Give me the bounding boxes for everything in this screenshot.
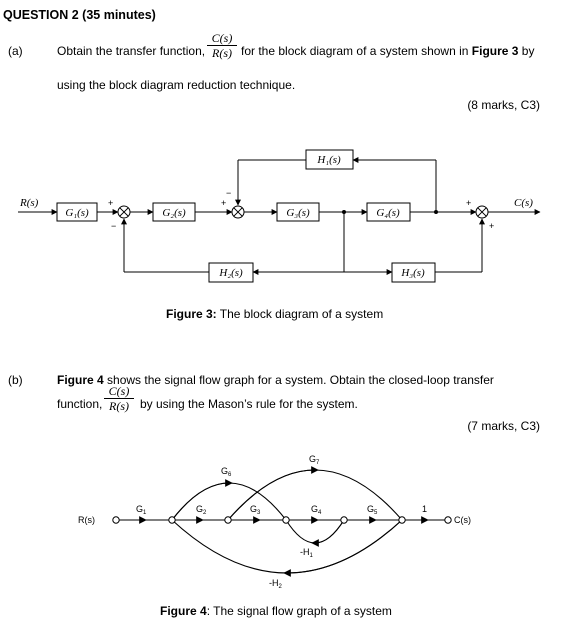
branch-label-g1: G1: [136, 504, 147, 516]
input-label-r: R(s): [19, 197, 39, 209]
figure-3-block-diagram: G₁(s) G₂(s) G₃(s) G₄(s) H₁(s) H₂(s) H₃(s…: [18, 149, 541, 283]
fraction-numerator: C(s): [104, 384, 134, 399]
sign-s2-plus: +: [221, 198, 226, 208]
node-4: [340, 516, 348, 524]
branch-label-g3: G3: [250, 504, 261, 516]
sfg-input-label: R(s): [78, 515, 95, 525]
figure-3-caption-text: The block diagram of a system: [216, 307, 384, 321]
part-a-fraction: C(s) R(s): [207, 31, 237, 60]
fraction-numerator: C(s): [207, 31, 237, 46]
sign-s1-minus: −: [111, 221, 116, 231]
figure-3-caption-label: Figure 3:: [166, 307, 217, 321]
node-input: [112, 516, 120, 524]
figure-3-caption: Figure 3: The block diagram of a system: [166, 307, 383, 321]
sign-s3-plus-top: +: [466, 198, 471, 208]
part-b-text-2-after: by using the Mason’s rule for the system…: [140, 397, 358, 411]
figure-3-reference: Figure 3: [471, 44, 519, 58]
junction-dot: [342, 210, 346, 214]
block-g3-label: G₃(s): [286, 207, 310, 219]
summing-junction-3: [475, 205, 489, 219]
block-h3-label: H₃(s): [400, 267, 425, 279]
branch-label-h2: -H2: [269, 578, 283, 590]
branch-label-g7: G7: [309, 454, 320, 466]
part-b-label: (b): [8, 373, 23, 387]
block-g1-label: G₁(s): [65, 207, 89, 219]
node-2: [224, 516, 232, 524]
part-b-marks: (7 marks, C3): [467, 419, 540, 433]
sign-s2-minus: −: [226, 188, 231, 198]
fraction-denominator: R(s): [212, 46, 232, 60]
figure-4-caption-text: : The signal flow graph of a system: [206, 604, 392, 618]
question-title: QUESTION 2 (35 minutes): [3, 8, 156, 22]
output-label-c: C(s): [514, 197, 533, 209]
figure-4-caption: Figure 4: The signal flow graph of a sys…: [160, 604, 392, 618]
branch-label-h1: -H1: [300, 547, 314, 559]
node-3: [282, 516, 290, 524]
node-1: [168, 516, 176, 524]
node-5: [398, 516, 406, 524]
sign-s3-plus-bottom: +: [489, 221, 494, 231]
block-g4-label: G₄(s): [376, 207, 400, 219]
branch-label-g6: G6: [221, 466, 232, 478]
figure-4-reference: Figure 4: [57, 373, 104, 387]
block-g2-label: G₂(s): [162, 207, 186, 219]
node-output: [444, 516, 452, 524]
sfg-output-label: C(s): [454, 515, 471, 525]
summing-junction-1: [117, 205, 131, 219]
figure-4-caption-label: Figure 4: [160, 604, 207, 618]
part-a-marks: (8 marks, C3): [467, 98, 540, 112]
part-b-text-1-rest: shows the signal flow graph for a system…: [103, 373, 494, 387]
junction-dot: [434, 210, 438, 214]
block-h2: [208, 262, 254, 283]
block-h3: [391, 262, 436, 283]
block-g1: [56, 202, 98, 222]
part-a-text-after-2: by: [518, 44, 535, 58]
branch-label-g5: G5: [367, 504, 378, 516]
part-a-line-2: using the block diagram reduction techni…: [57, 78, 296, 92]
sign-s1-plus: +: [108, 198, 113, 208]
block-h1-label: H₁(s): [316, 154, 341, 166]
branch-label-g2: G2: [196, 504, 207, 516]
summing-junction-2: [231, 205, 245, 219]
block-h2-label: H₂(s): [218, 267, 243, 279]
part-a-text-before: Obtain the transfer function,: [57, 44, 206, 58]
part-b-text-2-before: function,: [57, 397, 103, 411]
part-b-fraction: C(s) R(s): [104, 384, 134, 413]
part-a-text-after-1: for the block diagram of a system shown …: [241, 44, 472, 58]
part-a-label: (a): [8, 44, 23, 58]
part-b-text-1: Figure 4 shows the signal flow graph for…: [57, 373, 494, 387]
block-g4: [366, 202, 411, 222]
branch-label-one: 1: [422, 504, 427, 514]
block-h1: [305, 149, 354, 170]
part-a-text-after: for the block diagram of a system shown …: [241, 44, 534, 58]
block-g2: [152, 202, 196, 222]
fraction-denominator: R(s): [109, 399, 129, 413]
branch-label-g4: G4: [311, 504, 322, 516]
block-g3: [276, 202, 320, 222]
